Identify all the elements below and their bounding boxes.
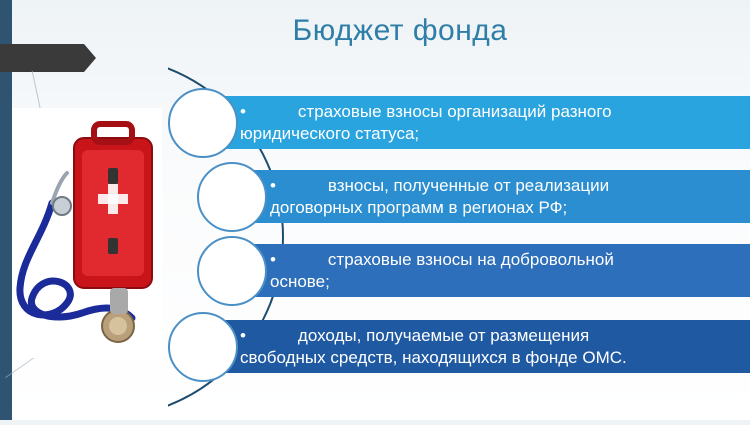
list-item: • страховые взносы организаций разного ю…	[212, 96, 750, 149]
list-marker-circle	[197, 236, 267, 306]
list-item-line: основе;	[270, 272, 330, 291]
list-item-line: свободных средств, находящихся в фонде О…	[240, 348, 627, 367]
list-item-line: договорных программ в регионах РФ;	[270, 198, 568, 217]
list-item: • взносы, полученные от реализации догов…	[232, 170, 750, 223]
bullet: •	[270, 176, 276, 195]
list-item-line: доходы, получаемые от размещения	[245, 326, 590, 345]
arrow-tab-decoration	[0, 44, 96, 72]
list-marker-circle	[197, 162, 267, 232]
bullet: •	[270, 250, 276, 269]
bullet: •	[240, 102, 246, 121]
list-item: • страховые взносы на добровольной основ…	[232, 244, 750, 297]
list-item-line: страховые взносы организаций разного	[245, 102, 612, 121]
bullet: •	[240, 326, 246, 345]
list-item: • доходы, получаемые от размещения свобо…	[212, 320, 750, 373]
slide-title: Бюджет фонда	[292, 14, 508, 47]
left-accent-stripe	[0, 0, 12, 420]
first-aid-kit-stethoscope-icon	[12, 108, 162, 358]
list-item-line: юридического статуса;	[240, 124, 420, 143]
list-marker-circle	[168, 312, 238, 382]
list-item-line: страховые взносы на добровольной	[275, 250, 614, 269]
connector-arc	[168, 55, 298, 425]
list-marker-circle	[168, 88, 238, 158]
list-item-line: взносы, полученные от реализации	[275, 176, 610, 195]
